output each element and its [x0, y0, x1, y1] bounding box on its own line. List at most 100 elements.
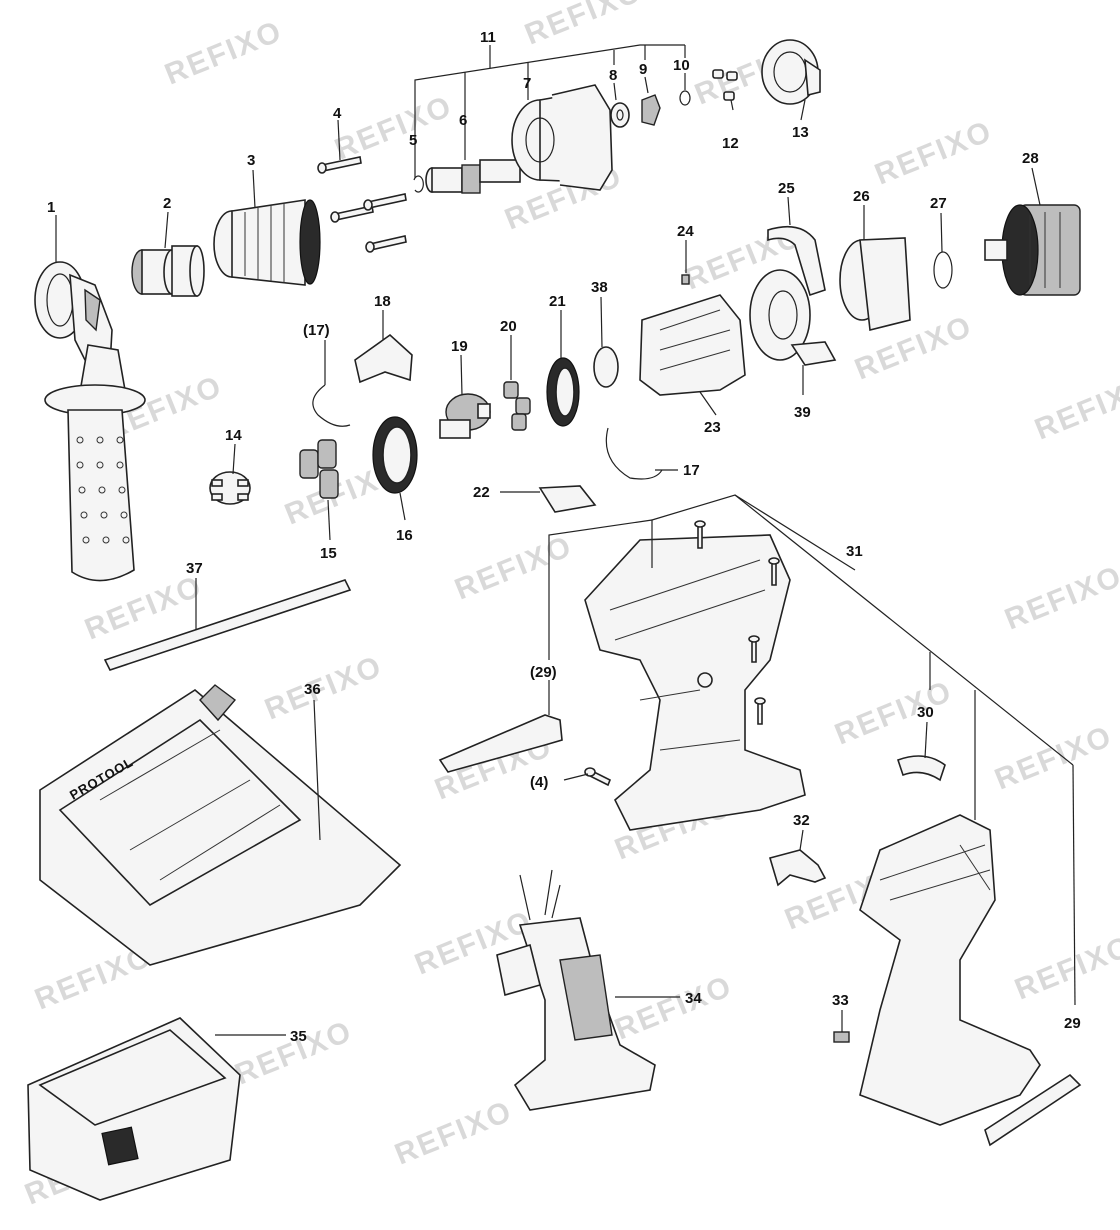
circlip — [413, 175, 424, 193]
planet-gears-small — [503, 381, 531, 431]
watermark: REFIXO — [990, 720, 1117, 797]
spindle — [425, 159, 521, 194]
small-spring — [681, 274, 690, 285]
label-18: 18 — [374, 293, 391, 310]
label-30: 30 — [917, 704, 934, 721]
direction-switch — [768, 849, 827, 887]
label-11: 11 — [480, 29, 496, 46]
gear-housing — [511, 84, 613, 191]
watermark: REFIXO — [1010, 930, 1120, 1007]
label-19: 19 — [451, 338, 468, 355]
watermark: REFIXO — [330, 90, 457, 167]
label-4: 4 — [333, 105, 342, 122]
shift-fork — [354, 333, 413, 384]
watermark: REFIXO — [390, 1095, 517, 1172]
washer — [610, 102, 630, 128]
ring-gear-2 — [546, 357, 580, 427]
watermark: REFIXO — [1030, 370, 1120, 447]
label-7: 7 — [523, 75, 531, 92]
label-5: 5 — [409, 132, 417, 149]
battery-pack — [27, 1017, 241, 1201]
label-12: 12 — [722, 135, 739, 152]
label-16: 16 — [396, 527, 413, 544]
watermark: REFIXO — [260, 650, 387, 727]
watermark: REFIXO — [520, 0, 647, 51]
watermark: REFIXO — [870, 115, 997, 192]
motor-cover — [839, 237, 911, 331]
label-21: 21 — [549, 293, 566, 310]
right-housing-shell — [859, 814, 1041, 1126]
belt-hook-lever — [438, 714, 563, 773]
label-15: 15 — [320, 545, 337, 562]
wire-clip — [605, 427, 663, 480]
label-24: 24 — [677, 223, 694, 240]
left-housing-shell — [584, 534, 806, 831]
watermark: REFIXO — [1000, 560, 1120, 637]
retaining-ring — [679, 90, 691, 106]
label-14: 14 — [225, 427, 242, 444]
label-3: 3 — [247, 152, 255, 169]
small-insert — [833, 1031, 850, 1043]
label-10: 10 — [673, 57, 690, 74]
label-36: 36 — [304, 681, 321, 698]
label-32: 32 — [793, 812, 810, 829]
scale-ring — [896, 755, 946, 782]
label-9: 9 — [639, 61, 647, 78]
ring-gear — [372, 416, 418, 494]
label-27: 27 — [930, 195, 947, 212]
side-handle — [34, 261, 146, 582]
wire-clip — [312, 384, 351, 427]
planet-gears — [299, 439, 339, 499]
planet-carrier — [209, 471, 251, 505]
label-28: 28 — [1022, 150, 1039, 167]
label-23: 23 — [704, 419, 721, 436]
switch-slide — [538, 485, 597, 513]
part-labels: 1 2 3 4 5 6 7 8 9 10 11 12 13 14 15 16 (… — [47, 29, 1081, 1045]
clutch-ring — [749, 269, 837, 366]
housing-screws — [584, 520, 780, 787]
label-37: 37 — [186, 560, 203, 577]
label-2: 2 — [163, 195, 171, 212]
electronics-module — [496, 869, 656, 1111]
label-33: 33 — [832, 992, 849, 1009]
label-13: 13 — [792, 124, 809, 141]
o-ring — [933, 251, 953, 289]
label-20: 20 — [500, 318, 517, 335]
gear-selector-collar — [761, 39, 821, 105]
watermark: REFIXO — [610, 970, 737, 1047]
watermark: REFIXO — [160, 15, 287, 92]
thrust-washer — [593, 346, 619, 388]
label-26: 26 — [853, 188, 870, 205]
motor — [984, 204, 1081, 296]
label-25: 25 — [778, 180, 795, 197]
watermark: REFIXO — [830, 675, 957, 752]
label-29-paren: (29) — [530, 664, 557, 681]
pins — [712, 69, 738, 101]
label-17-paren: (17) — [303, 322, 330, 339]
belt-hook — [984, 1073, 1082, 1147]
sun-gear — [439, 393, 491, 439]
battery-charger: PROTOOL — [39, 684, 402, 966]
label-17: 17 — [683, 462, 700, 479]
label-34: 34 — [685, 990, 702, 1007]
watermark: REFIXO — [450, 530, 577, 607]
chuck-insert — [131, 245, 205, 297]
chuck-sleeve — [213, 199, 321, 286]
label-6: 6 — [459, 112, 467, 129]
label-1: 1 — [47, 199, 55, 216]
label-29: 29 — [1064, 1015, 1081, 1032]
label-39: 39 — [794, 404, 811, 421]
screws — [317, 156, 407, 253]
hex-shaft — [103, 579, 352, 671]
label-31: 31 — [846, 543, 863, 560]
label-4-paren: (4) — [530, 774, 548, 791]
label-8: 8 — [609, 67, 617, 84]
motor-shell-segment — [767, 225, 826, 297]
label-38: 38 — [591, 279, 608, 296]
label-35: 35 — [290, 1028, 307, 1045]
clutch-nut — [641, 94, 661, 126]
label-22: 22 — [473, 484, 490, 501]
leader-lines — [55, 44, 1076, 1036]
gearbox-housing — [639, 294, 746, 396]
